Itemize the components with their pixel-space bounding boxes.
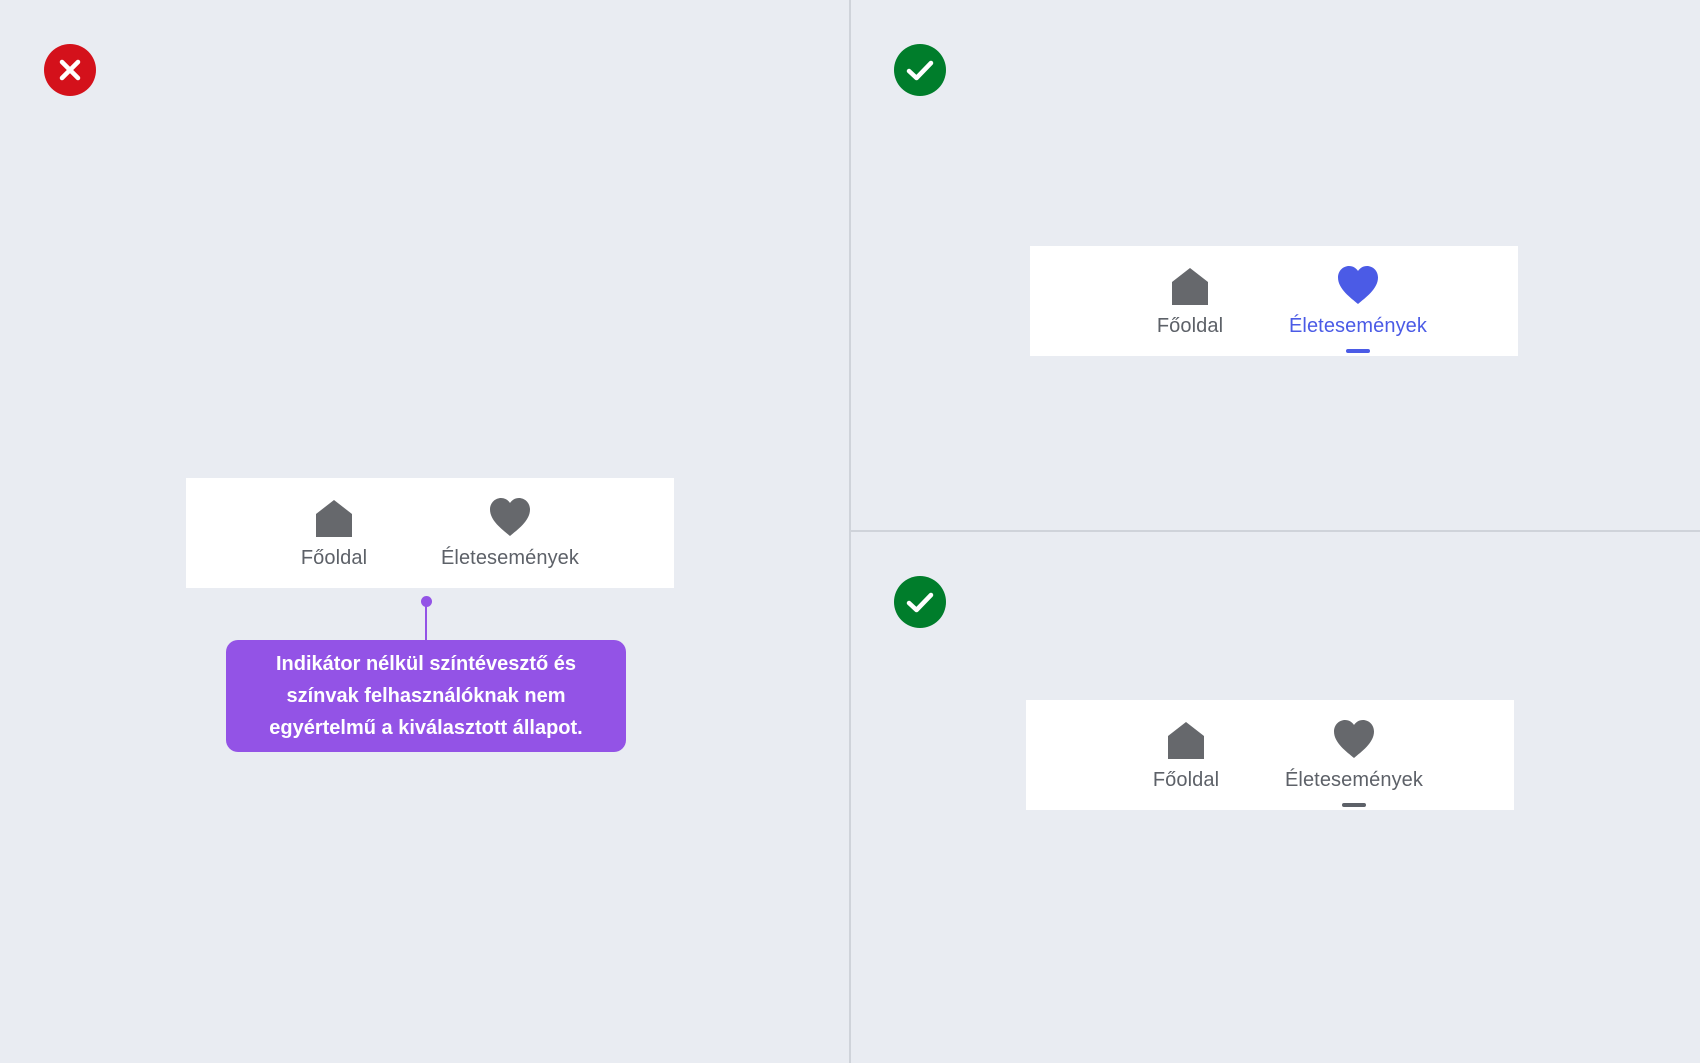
callout-note: Indikátor nélkül színtévesztő és színvak… (226, 640, 626, 752)
tab-label: Életesemények (1288, 315, 1428, 337)
heart-icon (1334, 720, 1374, 758)
tab-life-events-selected[interactable]: Életesemények (1280, 246, 1436, 356)
tab-label: Főoldal (1156, 315, 1224, 337)
home-icon (1172, 268, 1208, 305)
cross-icon (44, 44, 96, 96)
tab-label: Életesemények (440, 547, 580, 569)
callout-pointer-line (425, 602, 427, 640)
tab-bar-color-indicator: Főoldal Életesemények (1030, 246, 1518, 356)
tab-home[interactable]: Főoldal (1146, 700, 1226, 810)
check-icon (894, 576, 946, 628)
selected-indicator (1342, 803, 1366, 807)
home-icon (1168, 722, 1204, 759)
selected-indicator (1346, 349, 1370, 353)
tab-bar-gray-indicator: Főoldal Életesemények (1026, 700, 1514, 810)
check-icon (894, 44, 946, 96)
home-icon (316, 500, 352, 537)
tab-label: Főoldal (300, 547, 368, 569)
tab-home[interactable]: Főoldal (1150, 246, 1230, 356)
tab-bar-no-indicator: Főoldal Életesemények (186, 478, 674, 588)
heart-icon (1338, 266, 1378, 304)
callout-pointer-dot (421, 596, 432, 607)
tab-home[interactable]: Főoldal (294, 478, 374, 588)
tab-label: Főoldal (1152, 769, 1220, 791)
callout-text: Indikátor nélkül színtévesztő és színvak… (269, 653, 583, 739)
tab-label: Életesemények (1284, 769, 1424, 791)
heart-icon (490, 498, 530, 536)
horizontal-divider (849, 530, 1700, 532)
tab-life-events-selected[interactable]: Életesemények (1276, 700, 1432, 810)
tab-life-events[interactable]: Életesemények (432, 478, 588, 588)
